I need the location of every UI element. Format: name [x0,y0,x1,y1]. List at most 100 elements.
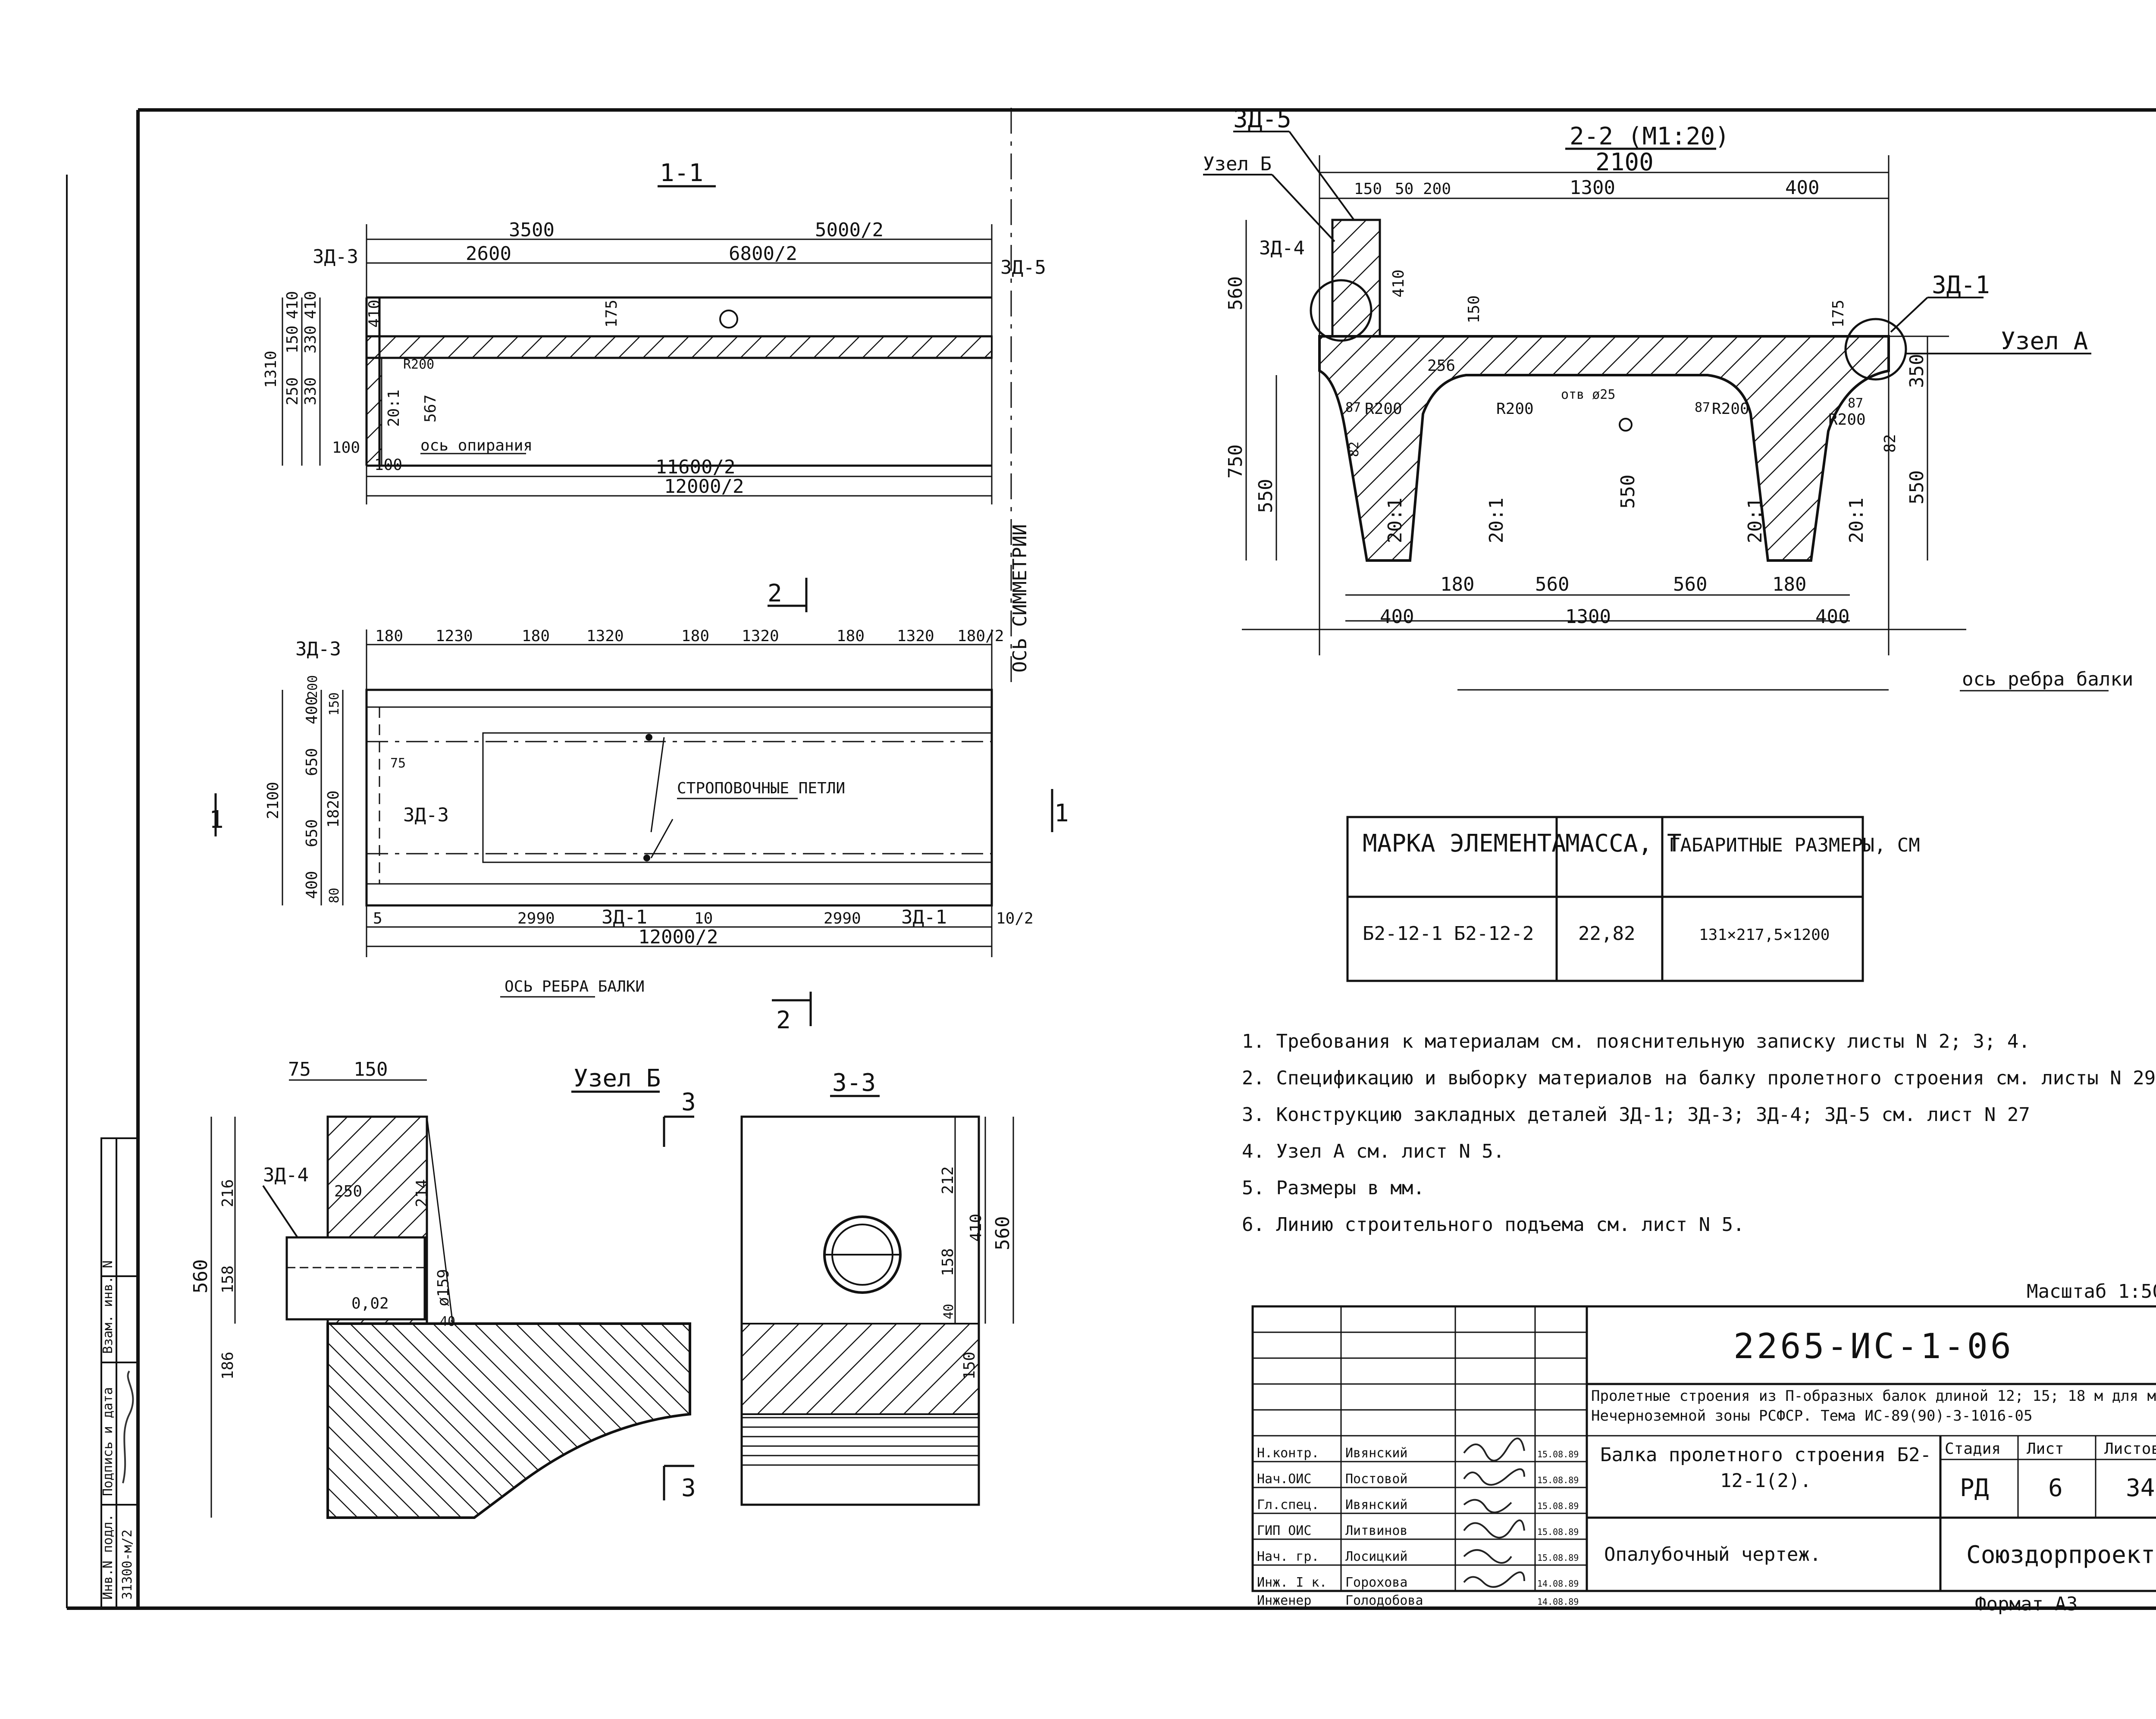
svg-text:1300: 1300 [1570,177,1615,199]
svg-text:R200: R200 [1712,400,1749,418]
svg-text:200: 200 [1423,180,1451,198]
svg-text:0,02: 0,02 [351,1295,389,1312]
svg-text:3: 3 [681,1474,696,1502]
note-1: 1. Требования к материалам см. пояснител… [1242,1030,2030,1052]
stamp-label-sign: Подпись и дата [100,1387,116,1496]
svg-text:400: 400 [1815,606,1849,628]
spec-header-size: ГАБАРИТНЫЕ РАЗМЕРЫ, СМ [1669,834,1920,856]
spec-row-mass: 22,82 [1578,923,1635,945]
symmetry-axis: ОСЬ СИММЕТРИИ [1009,524,1031,673]
svg-text:250: 250 [334,1183,362,1200]
rib-axis-2: ось ребра балки [1962,668,2133,690]
svg-text:410: 410 [1390,269,1407,297]
staff-name-engineer: Голодобова [1345,1593,1423,1608]
svg-text:650: 650 [303,819,321,847]
signatures [1463,1437,1525,1588]
stage-value: РД [1960,1474,1989,1502]
stamp-label-inv: Инв.N подл. [100,1514,116,1600]
svg-text:12000/2: 12000/2 [638,926,718,948]
svg-text:ø159: ø159 [435,1269,452,1306]
title-block [1251,1305,2156,1592]
stamp-inv-no: 31300-м/2 [120,1529,135,1600]
svg-text:Инж. I к.: Инж. I к. [1257,1575,1327,1590]
svg-text:350: 350 [1906,354,1928,388]
svg-text:R200: R200 [403,357,434,372]
svg-text:15.08.89: 15.08.89 [1537,1527,1579,1537]
organization: Союздорпроект [1966,1541,2155,1569]
spec-header-mass: МАССА, Т [1565,830,1682,858]
svg-text:250: 250 [284,377,301,405]
svg-text:560: 560 [190,1259,212,1293]
svg-text:6800/2: 6800/2 [729,243,797,265]
svg-text:1230: 1230 [436,627,473,645]
svg-text:400: 400 [1380,606,1414,628]
spec-row-mark: Б2-12-1 Б2-12-2 [1363,923,1534,945]
svg-text:175: 175 [1830,300,1847,328]
svg-text:2: 2 [776,1006,791,1034]
svg-text:1320: 1320 [586,627,624,645]
svg-text:2100: 2100 [264,782,282,819]
tag-zd1-b: ЗД-1 [901,906,947,928]
svg-text:5: 5 [373,910,382,927]
svg-text:180: 180 [837,627,865,645]
scale-label: Масштаб 1:50 [2027,1281,2156,1303]
svg-text:150: 150 [327,692,342,716]
svg-text:Нач.ОИС: Нач.ОИС [1257,1472,1311,1487]
svg-text:Лосицкий: Лосицкий [1345,1549,1408,1564]
svg-text:550: 550 [1255,479,1277,513]
section-2-2: 2-2 (М1:20) 2100 150 50 200 1300 400 180… [1203,105,2133,692]
support-axis: ось опирания [420,437,533,454]
svg-text:560: 560 [1225,276,1247,310]
svg-text:550: 550 [1617,475,1639,509]
svg-text:3: 3 [681,1088,696,1116]
svg-text:180: 180 [1440,573,1474,595]
svg-text:100: 100 [374,456,402,474]
tag-zd5-b: ЗД-5 [1233,105,1291,133]
svg-text:2990: 2990 [824,910,861,927]
svg-text:410: 410 [967,1214,985,1242]
note-5: 5. Размеры в мм. [1242,1177,1425,1199]
svg-text:150: 150 [1465,295,1483,323]
section-3-3-title: 3-3 [832,1069,876,1097]
tag-zd5: ЗД-5 [1000,257,1046,279]
svg-text:256: 256 [1427,357,1455,375]
note-4: 4. Узел А см. лист N 5. [1242,1140,1504,1162]
svg-text:560: 560 [992,1216,1014,1250]
note-2: 2. Спецификацию и выборку материалов на … [1242,1067,2156,1089]
svg-text:216: 216 [219,1179,237,1207]
node-a-label: Узел А [2001,327,2088,355]
tag-zd1-a: ЗД-1 [602,906,647,928]
rib-axis-label: ОСЬ РЕБРА БАЛКИ [505,978,645,996]
note-3: 3. Конструкцию закладных деталей ЗД-1; З… [1242,1104,2030,1126]
svg-text:1820: 1820 [325,790,342,828]
svg-text:560: 560 [1535,573,1569,595]
svg-text:400: 400 [1785,177,1819,199]
svg-text:20:1: 20:1 [1744,498,1766,543]
tag-zd4: ЗД-4 [1259,237,1305,259]
side-stamp [100,1137,139,1609]
svg-text:150: 150 [961,1352,978,1380]
svg-text:2600: 2600 [466,243,511,265]
svg-text:2100: 2100 [1595,148,1654,176]
node-b: Узел Б 75 150 216 250 214 158 186 560 0,… [190,1058,696,1519]
svg-text:82: 82 [1347,441,1362,457]
tag-zd3-c: ЗД-3 [403,804,449,826]
tag-zd1-c: ЗД-1 [1932,271,1990,299]
svg-text:3500: 3500 [509,219,555,241]
svg-text:750: 750 [1225,445,1247,479]
spec-table [1346,816,1864,982]
svg-text:410: 410 [284,291,301,319]
svg-text:40: 40 [941,1304,956,1319]
svg-text:410: 410 [302,291,320,319]
svg-text:Постовой: Постовой [1345,1472,1408,1487]
sheets-header: Листов [2104,1440,2156,1458]
svg-text:175: 175 [603,300,620,328]
sheet-title: Опалубочный чертеж. [1604,1544,1821,1566]
drawing-title-box: Балка пролетного строения Б2-12-1(2). [1600,1444,1931,1492]
svg-text:200: 200 [305,675,320,698]
svg-text:10/2: 10/2 [996,910,1034,927]
sheet-header: Лист [2027,1440,2064,1458]
svg-text:1320: 1320 [742,627,779,645]
